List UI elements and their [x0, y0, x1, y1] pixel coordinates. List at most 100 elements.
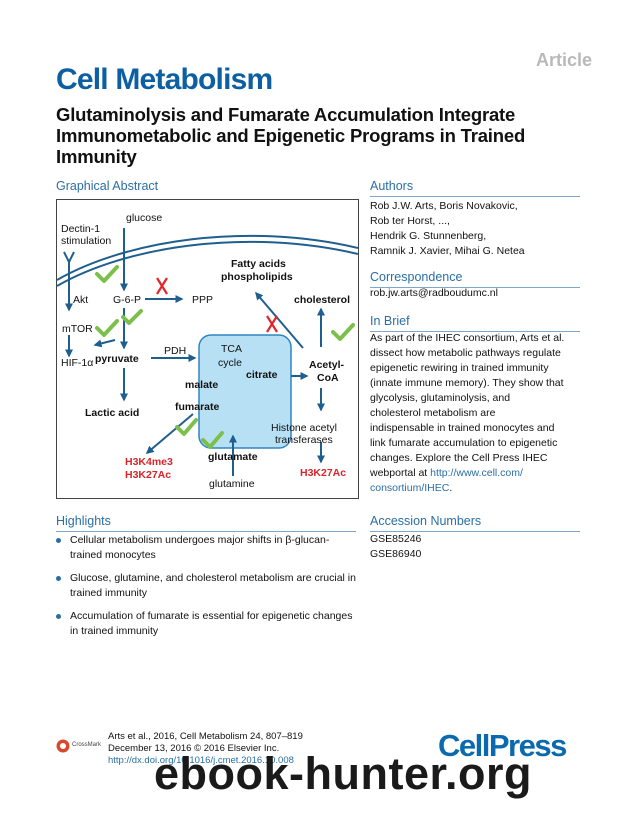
in-brief-line: cholesterol metabolism are: [370, 407, 496, 419]
label-hat-1: Histone acetyl: [271, 422, 337, 434]
in-brief-rule: [370, 331, 580, 332]
highlight-item: Cellular metabolism undergoes major shif…: [56, 533, 356, 563]
label-coa: CoA: [317, 372, 339, 384]
doi-link[interactable]: http://dx.doi.org/10.1016/j.cmet.2016.10…: [108, 755, 294, 766]
highlight-text: Glucose, glutamine, and cholesterol meta…: [70, 572, 356, 584]
tca-mitochondrion-box: [198, 334, 292, 449]
label-cycle: cycle: [218, 357, 242, 369]
crossmark-logo[interactable]: CrossMark: [56, 738, 102, 754]
highlight-text: trained monocytes: [70, 549, 156, 561]
cross-icon-fattyacids: [266, 315, 278, 333]
highlights-rule: [56, 531, 356, 532]
check-icon-fumarate: [175, 418, 198, 436]
label-glutamine: glutamine: [209, 478, 255, 490]
in-brief-line: dissect how metabolic pathways regulate: [370, 347, 561, 359]
in-brief-line: link fumarate accumulation to epigenetic: [370, 437, 558, 449]
check-icon-glutaminolysis: [201, 431, 224, 449]
label-pyruvate: pyruvate: [95, 353, 139, 365]
accession-number[interactable]: GSE86940: [370, 548, 422, 560]
label-h3k4me3: H3K4me3: [125, 456, 173, 468]
label-hif: HIF-1α: [61, 357, 93, 369]
membrane-inner-line: [56, 240, 359, 287]
bullet-icon: [56, 576, 61, 581]
bullet-icon: [56, 614, 61, 619]
label-glutamate: glutamate: [208, 451, 258, 463]
crossmark-icon: [56, 739, 70, 753]
in-brief-line: glycolysis, glutaminolysis, and: [370, 392, 511, 404]
label-acetyl: Acetyl-: [309, 359, 345, 371]
arrow-fumarate-to-h3k: [145, 413, 194, 454]
label-malate: malate: [185, 379, 218, 391]
accession-list: GSE85246 GSE86940: [370, 532, 421, 562]
cellpress-logo: CellPress: [438, 728, 567, 763]
correspondence-rule: [370, 287, 580, 288]
label-dectin: Dectin-1: [61, 223, 100, 235]
correspondence-email[interactable]: rob.jw.arts@radboudumc.nl: [370, 287, 498, 299]
label-ppp: PPP: [192, 294, 213, 306]
in-brief-line: consortium/IHEC.: [370, 481, 610, 496]
arrow-acetylcoa-to-fattyacids: [255, 291, 304, 349]
bullet-icon: [56, 538, 61, 543]
label-citrate: citrate: [246, 369, 278, 381]
label-g6p: G-6-P: [113, 294, 141, 306]
citation: Arts et al., 2016, Cell Metabolism 24, 8…: [108, 731, 303, 742]
cross-icon-ppp: [156, 277, 168, 295]
authors-list: Rob J.W. Arts, Boris Novakovic, Rob ter …: [370, 199, 600, 259]
in-brief-line: changes. Explore the Cell Press IHEC: [370, 452, 548, 464]
label-lactic-acid: Lactic acid: [85, 407, 139, 419]
citation-block: Arts et al., 2016, Cell Metabolism 24, 8…: [108, 731, 303, 767]
in-brief-line: webportal at http://www.cell.com/: [370, 466, 610, 481]
label-fumarate: fumarate: [175, 401, 220, 413]
label-mtor: mTOR: [62, 323, 93, 335]
label-h3k27ac-right: H3K27Ac: [300, 467, 346, 479]
highlight-text: Accumulation of fumarate is essential fo…: [70, 610, 353, 622]
author-line: Ramnik J. Xavier, Mihai G. Netea: [370, 245, 525, 257]
label-cholesterol: cholesterol: [294, 294, 350, 306]
in-brief-line: epigenetic rewiring in trained immunity: [370, 362, 549, 374]
authors-heading: Authors: [370, 179, 414, 193]
in-brief-period: .: [449, 482, 453, 494]
highlight-item: Glucose, glutamine, and cholesterol meta…: [56, 571, 356, 601]
ihec-portal-link-continued[interactable]: consortium/IHEC: [370, 482, 450, 494]
label-pdh: PDH: [164, 345, 186, 357]
label-stimulation: stimulation: [61, 235, 111, 247]
graphical-abstract-heading: Graphical Abstract: [56, 179, 159, 193]
journal-name: Cell Metabolism: [56, 63, 273, 96]
author-line: Rob ter Horst, ...,: [370, 215, 450, 227]
in-brief-line: indispensable in trained monocytes and: [370, 422, 555, 434]
accession-number[interactable]: GSE85246: [370, 533, 422, 545]
label-glucose: glucose: [126, 212, 162, 224]
accession-rule: [370, 531, 580, 532]
watermark-text: ebook-hunter.org: [154, 748, 532, 799]
membrane-outer-line: [56, 234, 359, 281]
label-h3k27ac-left: H3K27Ac: [125, 469, 171, 481]
authors-rule: [370, 196, 580, 197]
check-icon-mtor: [95, 319, 119, 337]
label-hat-2: transferases: [275, 434, 333, 446]
graphical-abstract-figure: Dectin-1 stimulation glucose Akt G-6-P P…: [56, 199, 359, 499]
label-phospholipids: phospholipids: [221, 271, 293, 283]
pathway-diagram: Dectin-1 stimulation glucose Akt G-6-P P…: [56, 212, 359, 490]
author-line: Rob J.W. Arts, Boris Novakovic,: [370, 200, 518, 212]
check-icon-glycolysis: [121, 309, 143, 325]
publication-date: December 13, 2016 © 2016 Elsevier Inc.: [108, 743, 280, 754]
label-akt: Akt: [73, 294, 88, 306]
crossmark-label: CrossMark: [72, 742, 102, 748]
accession-heading: Accession Numbers: [370, 514, 482, 528]
highlights-heading: Highlights: [56, 514, 111, 528]
highlight-text: in trained immunity: [70, 625, 159, 637]
highlight-text: trained immunity: [70, 587, 148, 599]
check-icon-dectin: [95, 265, 119, 283]
ihec-portal-link[interactable]: http://www.cell.com/: [430, 467, 523, 479]
highlight-item: Accumulation of fumarate is essential fo…: [56, 609, 356, 639]
label-fatty-acids: Fatty acids: [231, 258, 286, 270]
dectin-receptor-icon: [63, 251, 75, 265]
author-line: Hendrik G. Stunnenberg,: [370, 230, 487, 242]
check-icon-cholesterol: [331, 323, 355, 341]
in-brief-heading: In Brief: [370, 314, 410, 328]
in-brief-line: (innate immune memory). They show that: [370, 377, 564, 389]
highlight-text: Cellular metabolism undergoes major shif…: [70, 534, 330, 546]
label-tca: TCA: [221, 343, 242, 355]
in-brief-line: As part of the IHEC consortium, Arts et …: [370, 332, 565, 344]
article-title: Glutaminolysis and Fumarate Accumulation…: [56, 104, 526, 167]
